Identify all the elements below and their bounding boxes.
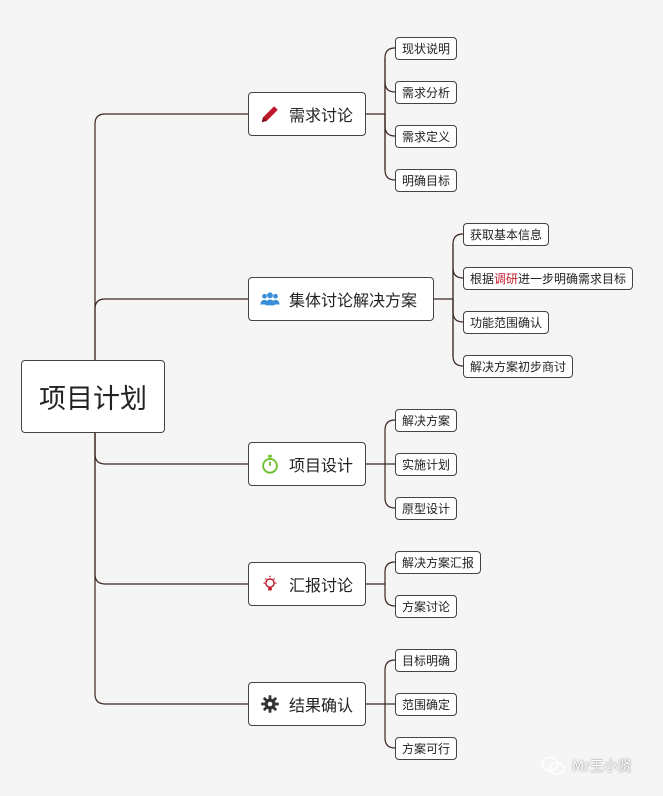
leaf-label-highlight: 调研	[494, 272, 519, 286]
people-icon	[259, 288, 281, 310]
leaf-node[interactable]: 需求定义	[395, 125, 458, 148]
leaf-label: 解决方案初步商讨	[470, 360, 567, 374]
leaf-node[interactable]: 现状说明	[395, 37, 458, 60]
watermark-text: Mr王小贤	[572, 759, 632, 775]
watermark: Mr王小贤	[540, 756, 632, 776]
leaf-label: 解决方案	[402, 414, 451, 428]
leaf-label: 明确目标	[402, 174, 451, 188]
branch-node-report-discussion[interactable]: 汇报讨论	[248, 562, 366, 606]
branch-node-project-design[interactable]: 项目设计	[248, 442, 366, 486]
branch-node-group-solution[interactable]: 集体讨论解决方案	[248, 277, 434, 321]
branch-label: 结果确认	[289, 696, 354, 715]
lightbulb-icon	[259, 573, 281, 595]
leaf-label-suffix: 进一步明确需求目标	[518, 272, 627, 286]
connector-root-b4	[94, 433, 248, 585]
branch-label: 汇报讨论	[289, 576, 354, 595]
leaf-label: 现状说明	[402, 42, 451, 56]
leaf-node[interactable]: 获取基本信息	[463, 223, 550, 246]
connector-root-b3	[94, 433, 248, 465]
leaf-label: 原型设计	[402, 502, 451, 516]
branch-label: 集体讨论解决方案	[289, 291, 418, 310]
connector-root-b2	[94, 298, 248, 360]
leaf-node[interactable]: 范围确定	[395, 693, 458, 716]
leaf-node[interactable]: 明确目标	[395, 169, 458, 192]
wechat-icon	[541, 756, 565, 775]
pencil-icon	[259, 103, 281, 125]
leaf-label: 需求定义	[402, 130, 451, 144]
leaf-node[interactable]: 方案讨论	[395, 595, 458, 618]
leaf-label: 解决方案汇报	[402, 556, 475, 570]
branch-label: 需求讨论	[289, 106, 354, 125]
leaf-node[interactable]: 解决方案	[395, 409, 458, 432]
gear-icon	[259, 693, 281, 715]
leaf-label: 范围确定	[402, 698, 451, 712]
branch-label: 项目设计	[289, 456, 354, 475]
leaf-label: 功能范围确认	[470, 316, 543, 330]
branch-node-result-confirm[interactable]: 结果确认	[248, 682, 366, 726]
leaf-node-highlight[interactable]: 根据调研进一步明确需求目标	[463, 267, 634, 290]
leaf-label: 获取基本信息	[470, 228, 543, 242]
leaf-node[interactable]: 原型设计	[395, 497, 458, 520]
leaf-label: 实施计划	[402, 458, 451, 472]
root-label: 项目计划	[39, 384, 147, 415]
leaf-node[interactable]: 解决方案汇报	[395, 551, 482, 574]
leaf-node[interactable]: 目标明确	[395, 649, 458, 672]
leaf-node[interactable]: 需求分析	[395, 81, 458, 104]
leaf-node[interactable]: 解决方案初步商讨	[463, 355, 574, 378]
branch-node-demand-discussion[interactable]: 需求讨论	[248, 92, 366, 136]
leaf-node[interactable]: 实施计划	[395, 453, 458, 476]
leaf-node[interactable]: 方案可行	[395, 737, 458, 760]
root-node[interactable]: 项目计划	[21, 360, 165, 433]
leaf-node[interactable]: 功能范围确认	[463, 311, 550, 334]
leaf-label-prefix: 根据	[470, 272, 495, 286]
leaf-label: 方案讨论	[402, 600, 451, 614]
leaf-label: 需求分析	[402, 86, 451, 100]
connector-root-b5	[94, 433, 248, 705]
stopwatch-icon	[259, 453, 281, 475]
leaf-label: 目标明确	[402, 654, 451, 668]
connector-root-b1	[94, 113, 248, 360]
leaf-label: 方案可行	[402, 742, 451, 756]
